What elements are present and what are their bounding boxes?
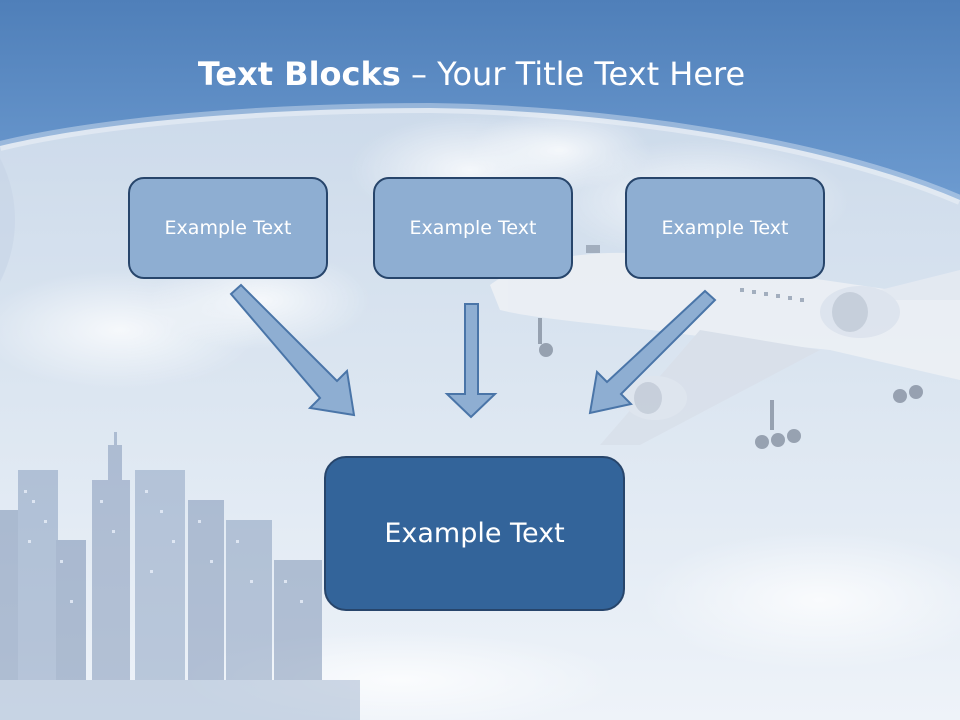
text-block-center-label: Example Text <box>409 217 537 239</box>
arrow-left <box>229 283 356 417</box>
text-block-bottom-label: Example Text <box>384 518 565 549</box>
text-block-bottom: Example Text <box>324 456 625 611</box>
city-skyline <box>0 432 360 720</box>
text-block-left-label: Example Text <box>164 217 292 239</box>
text-block-right-label: Example Text <box>661 217 789 239</box>
slide-title: Text Blocks – Your Title Text Here <box>0 54 943 94</box>
text-block-center: Example Text <box>373 177 573 279</box>
text-block-right: Example Text <box>625 177 825 279</box>
airplane <box>490 245 960 449</box>
title-bold-part: Text Blocks <box>197 55 401 93</box>
arrow-right <box>588 289 717 415</box>
text-block-left: Example Text <box>128 177 328 279</box>
arrow-center <box>444 303 498 419</box>
title-rest-part: – Your Title Text Here <box>400 55 746 93</box>
